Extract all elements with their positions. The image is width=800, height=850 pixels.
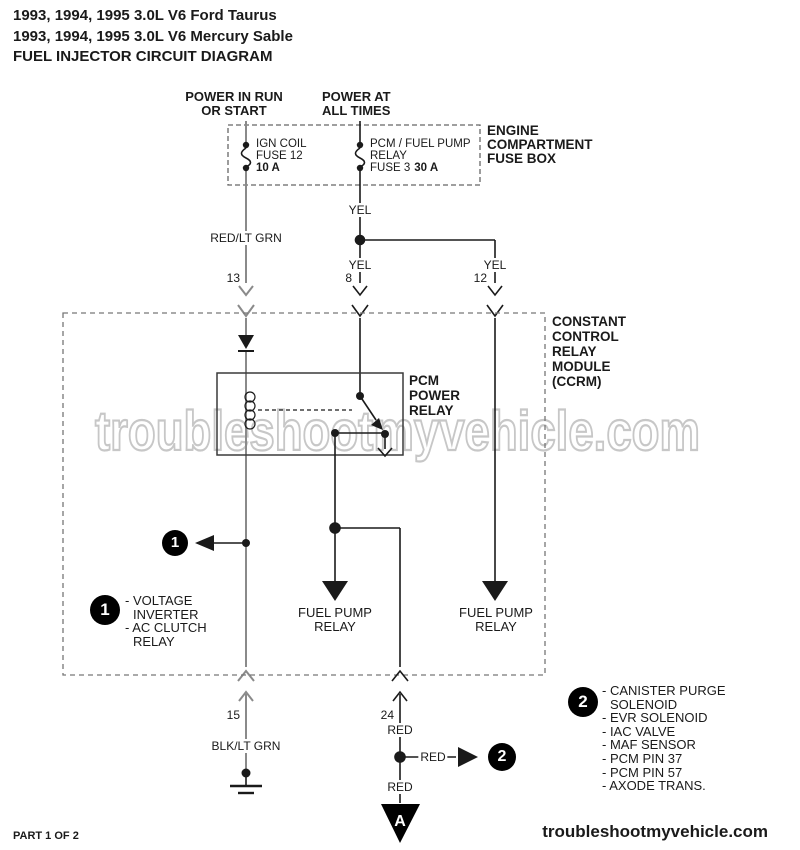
pcm-power-relay-label: PCM POWER RELAY: [409, 373, 460, 418]
note2-item-0: - CANISTER PURGE: [602, 683, 726, 698]
power-left-line1: POWER IN RUN: [185, 89, 283, 104]
ccrm-label: CONSTANT CONTROL RELAY MODULE (CCRM): [552, 314, 626, 389]
power-right-line2: ALL TIMES: [322, 102, 391, 118]
pin-15: 15: [226, 708, 240, 722]
note2-legend: - CANISTER PURGE SOLENOID - EVR SOLENOID…: [602, 684, 726, 793]
fuse-box-name-2: COMPARTMENT: [487, 137, 593, 152]
ccrm-line4: MODULE: [552, 359, 611, 374]
note2-item-4: - MAF SENSOR: [602, 737, 696, 753]
note2-item-6: - PCM PIN 57: [602, 764, 683, 780]
connector-a-label: A: [394, 813, 406, 830]
page-title: 1993, 1994, 1995 3.0L V6 Ford Taurus 199…: [13, 6, 293, 68]
fuel-pump-relay-label-1: FUEL PUMP RELAY: [298, 606, 372, 633]
note2-pointer-arrow: [458, 747, 478, 767]
wire-color-yel-3: YEL: [481, 258, 509, 272]
fuse1-line2: FUSE 12: [256, 150, 303, 162]
wire-color-red-2: RED: [418, 750, 448, 764]
fuse2-icon: [354, 141, 366, 172]
ccrm-line2: CONTROL: [552, 329, 619, 344]
relay-output-wire: [329, 433, 456, 803]
wire-color-yel-1: YEL: [346, 203, 374, 217]
callout-1-legend-badge: 1: [90, 595, 120, 625]
part-number-label: PART 1 OF 2: [13, 830, 79, 842]
ccrm-outline: [62, 312, 546, 676]
wire-color-red-1: RED: [385, 723, 415, 737]
wire-color-blk-lt-grn: BLK/LT GRN: [209, 739, 283, 753]
fuse1-line1: IGN COIL: [256, 138, 307, 150]
note2-item-2: - EVR SOLENOID: [602, 710, 708, 726]
note1-item-1: INVERTER: [133, 606, 199, 622]
fuse-box-name: ENGINE COMPARTMENT FUSE BOX: [487, 124, 593, 166]
ign-circuit-wire: [237, 121, 255, 769]
pin-8: 8: [345, 271, 352, 285]
wire-color-red-lt-grn: RED/LT GRN: [208, 231, 284, 245]
power-left-line2: OR START: [201, 102, 267, 118]
fuse1-icon: [240, 141, 252, 172]
note1-item-3: RELAY: [133, 633, 175, 649]
pcm-relay-line2: POWER: [409, 388, 461, 403]
fuse2-line2: RELAY: [370, 150, 407, 162]
watermark-text: troubleshootmyvehicle.com: [95, 399, 700, 462]
wire-color-red-3: RED: [385, 780, 415, 794]
pin-13: 13: [226, 271, 240, 285]
callout-2-legend-badge: 2: [568, 687, 598, 717]
fuel-pump-relay-arrow-1: [322, 581, 348, 601]
note1-item-0: - VOLTAGE: [125, 593, 193, 608]
fpr2-line2: RELAY: [475, 618, 517, 634]
fuel-pump-relay-label-2: FUEL PUMP RELAY: [459, 606, 533, 633]
pin-24: 24: [380, 708, 394, 722]
fuse-box-name-1: ENGINE: [487, 123, 539, 138]
fuel-pump-relay-arrow-2: [482, 581, 508, 601]
callout-2-pointer-badge: 2: [488, 743, 516, 771]
power-circuit-wire: [351, 121, 504, 581]
site-name-label: troubleshootmyvehicle.com: [542, 822, 768, 841]
note1-legend: - VOLTAGE INVERTER - AC CLUTCH RELAY: [125, 594, 207, 648]
fuse2-amp: 30 A: [414, 162, 439, 174]
fpr2-line1: FUEL PUMP: [459, 605, 533, 620]
pcm-relay-line3: RELAY: [409, 403, 454, 418]
note2-item-7: - AXODE TRANS.: [602, 778, 706, 794]
fuse1-amp: 10 A: [256, 162, 280, 174]
fuse2-line3: FUSE 3: [370, 162, 411, 174]
ccrm-line3: RELAY: [552, 344, 597, 359]
pin-12: 12: [473, 271, 487, 285]
fuse2-line1: PCM / FUEL PUMP: [370, 138, 471, 150]
callout-1-pointer-badge: 1: [162, 530, 188, 556]
power-all-times-label: POWER AT ALL TIMES: [322, 90, 391, 117]
note1-pointer-arrow: [195, 535, 250, 551]
ccrm-line1: CONSTANT: [552, 314, 626, 329]
note2-item-3: - IAC VALVE: [602, 723, 676, 739]
fuse-box-outline: [227, 124, 481, 186]
pcm-relay-line1: PCM: [409, 373, 439, 388]
title-line-3: FUEL INJECTOR CIRCUIT DIAGRAM: [13, 48, 273, 65]
note1-item-2: - AC CLUTCH: [125, 620, 207, 636]
fuse-box-name-3: FUSE BOX: [487, 151, 557, 166]
ground-icon: [230, 768, 262, 795]
fpr1-line2: RELAY: [314, 618, 356, 634]
ccrm-line5: (CCRM): [552, 374, 602, 389]
wire-color-yel-2: YEL: [346, 258, 374, 272]
diode-icon: [238, 335, 254, 352]
note2-item-5: - PCM PIN 37: [602, 750, 683, 766]
connector-a-icon: A: [381, 804, 420, 843]
title-line-2: 1993, 1994, 1995 3.0L V6 Mercury Sable: [13, 27, 293, 45]
power-right-line1: POWER AT: [322, 89, 391, 104]
title-line-1: 1993, 1994, 1995 3.0L V6 Ford Taurus: [13, 7, 277, 24]
pcm-power-relay-icon: [216, 372, 404, 458]
fpr1-line1: FUEL PUMP: [298, 605, 372, 620]
fuse1-label: IGN COIL FUSE 12 10 A: [256, 138, 306, 174]
note2-item-1: SOLENOID: [610, 696, 678, 712]
power-in-run-label: POWER IN RUN OR START: [164, 90, 304, 117]
